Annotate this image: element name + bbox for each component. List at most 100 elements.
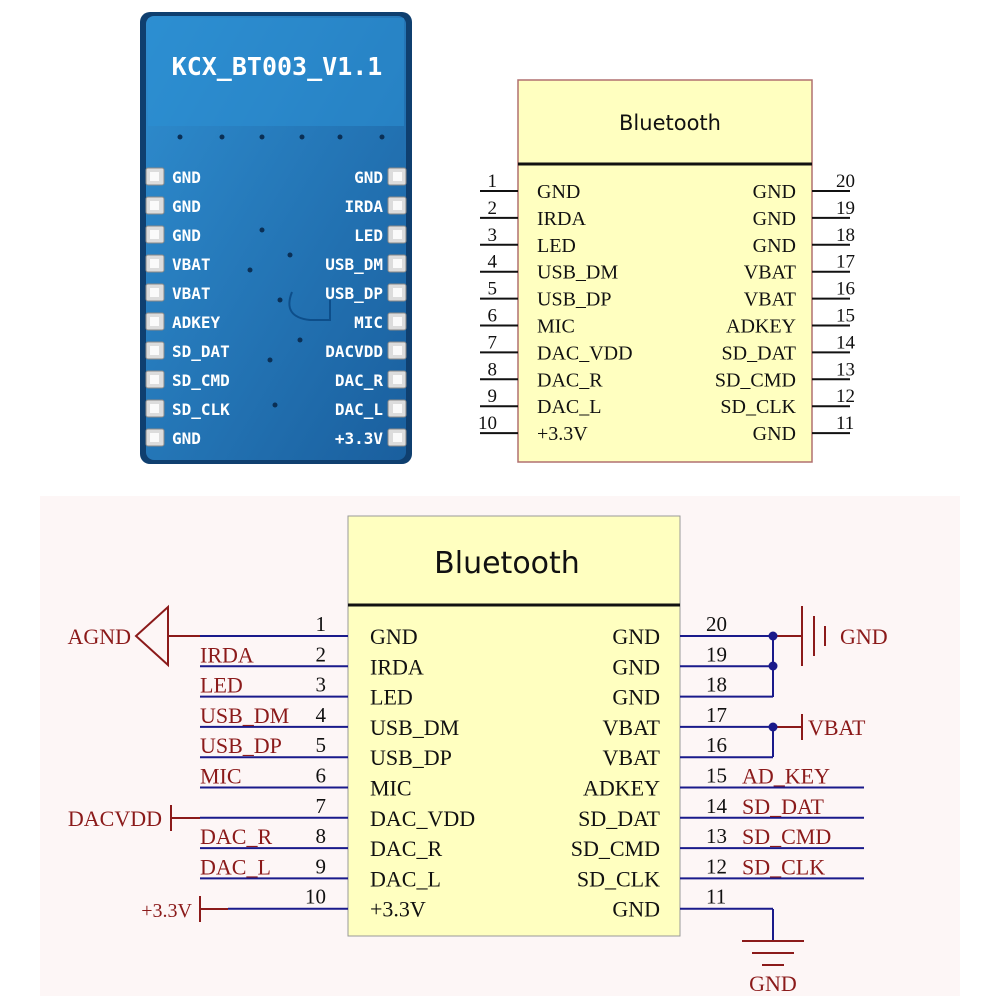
schematic-pin-number-right: 14 (706, 794, 728, 818)
schematic-pin-label-left: LED (370, 685, 413, 710)
v33-label: +3.3V (141, 900, 192, 922)
schematic-pin-number-left: 6 (316, 764, 327, 788)
symbol-pin-number-left: 5 (488, 279, 498, 300)
schematic-pin-number-right: 16 (706, 733, 727, 757)
symbol-pin-label-left: DAC_VDD (537, 342, 633, 364)
board-pad-hole (393, 346, 402, 355)
symbol-pin-number-right: 14 (836, 332, 856, 353)
board-pad-hole (393, 201, 402, 210)
symbol-pin-number-right: 13 (836, 359, 855, 380)
schematic-pin-label-left: USB_DP (370, 745, 452, 770)
schematic-pin-number-right: 20 (706, 612, 727, 636)
board-pin-label-left: VBAT (172, 255, 211, 274)
schematic-body (347, 515, 681, 937)
board-pad-hole (150, 172, 159, 181)
schematic-net-label-left: IRDA (200, 642, 254, 667)
schematic-net-label-right: SD_CLK (742, 854, 825, 879)
board-pin-label-left: GND (172, 168, 201, 187)
board-pin-label-right: +3.3V (335, 429, 384, 448)
board-pin-label-right: GND (354, 168, 383, 187)
board-pin-label-right: USB_DM (325, 255, 383, 274)
dacvdd-symbol: DACVDD (68, 805, 200, 831)
schematic-pin-label-left: DAC_L (370, 866, 441, 891)
symbol-pin-label-left: MIC (537, 316, 575, 338)
board-pin-label-left: VBAT (172, 284, 211, 303)
board-pad-hole (150, 404, 159, 413)
schematic-pin-label-right: GND (612, 685, 660, 710)
schematic-pin-number-left: 5 (316, 733, 327, 757)
schematic-pin-label-left: IRDA (370, 654, 424, 679)
board-pin-label-left: SD_CLK (172, 400, 230, 419)
board-pad-hole (393, 230, 402, 239)
schematic-pin-label-right: GND (612, 897, 660, 922)
symbol-pin-label-left: IRDA (537, 208, 586, 230)
symbol-pin-number-right: 18 (836, 225, 855, 246)
schematic-net-label-right: SD_DAT (742, 794, 824, 819)
board-pin-label-left: GND (172, 429, 201, 448)
agnd-label: AGND (67, 624, 131, 649)
schematic-pin-label-right: SD_DAT (578, 806, 660, 831)
symbol-pin-label-right: GND (753, 235, 796, 257)
symbol-pin-label-right: VBAT (744, 262, 796, 284)
symbol-pin-number-left: 8 (488, 359, 498, 380)
via (219, 134, 225, 140)
schematic-pin-number-right: 17 (706, 703, 727, 727)
gnd-bottom-symbol: GND (742, 909, 804, 996)
board-vias (177, 134, 385, 408)
schematic-pin-number-left: 9 (316, 854, 327, 878)
board-pad-hole (393, 404, 402, 413)
via (177, 134, 183, 140)
via (337, 134, 343, 140)
schematic-pin-number-left: 7 (316, 794, 327, 818)
symbol-pin-number-right: 20 (836, 171, 855, 192)
board-pin-label-right: LED (354, 226, 383, 245)
board-pad-hole (393, 288, 402, 297)
module-board: KCX_BT003_V1.1 GNDGNDGNDVBATVBATADKEYSD_… (140, 12, 412, 464)
symbol-pin-number-left: 3 (488, 225, 498, 246)
board-pin-label-left: GND (172, 197, 201, 216)
schematic-net-label-left: DAC_R (200, 824, 272, 849)
schematic-pin-number-left: 3 (316, 673, 327, 697)
via (297, 337, 303, 343)
symbol-pin-number-right: 11 (836, 413, 854, 434)
schematic-pin-number-right: 15 (706, 764, 727, 788)
board-pin-label-left: SD_CMD (172, 371, 230, 390)
symbol-pin-label-right: GND (753, 181, 796, 203)
schematic-pin-label-left: USB_DM (370, 715, 459, 740)
board-pad-hole (393, 317, 402, 326)
agnd-symbol: AGND (67, 604, 200, 668)
gnd-top-label: GND (840, 624, 888, 649)
board-pcb (146, 16, 406, 460)
schematic-pin-label-right: GND (612, 624, 660, 649)
schematic-net-label-right: SD_CMD (742, 824, 831, 849)
board-pin-label-right: USB_DP (325, 284, 383, 303)
via (272, 402, 278, 408)
antenna-area (148, 18, 404, 126)
vbat-symbol: VBAT (768, 714, 866, 757)
via (379, 134, 385, 140)
symbol-pin-number-left: 9 (488, 386, 498, 407)
vbat-label: VBAT (808, 715, 866, 740)
board-pad-hole (393, 259, 402, 268)
board-pin-label-right: DACVDD (325, 342, 383, 361)
board-pad-hole (150, 230, 159, 239)
symbol-pin-number-left: 10 (478, 413, 497, 434)
v33-symbol: +3.3V (141, 896, 228, 922)
symbol-pin-number-right: 12 (836, 386, 855, 407)
pcb-trace (288, 291, 331, 321)
via (247, 267, 253, 273)
symbol-pin-label-left: USB_DM (537, 262, 618, 284)
board-pin-label-right: DAC_L (335, 400, 383, 419)
via (259, 227, 265, 233)
symbol-pin-number-left: 2 (488, 198, 498, 219)
schematic-pin-number-right: 11 (706, 885, 726, 909)
dacvdd-label: DACVDD (68, 806, 162, 831)
schematic-pin-label-right: GND (612, 654, 660, 679)
symbol-title: Bluetooth (619, 111, 721, 135)
symbol-pin-label-right: SD_DAT (722, 342, 796, 364)
schematic-net-label-right: AD_KEY (742, 764, 830, 789)
board-pad-hole (393, 172, 402, 181)
